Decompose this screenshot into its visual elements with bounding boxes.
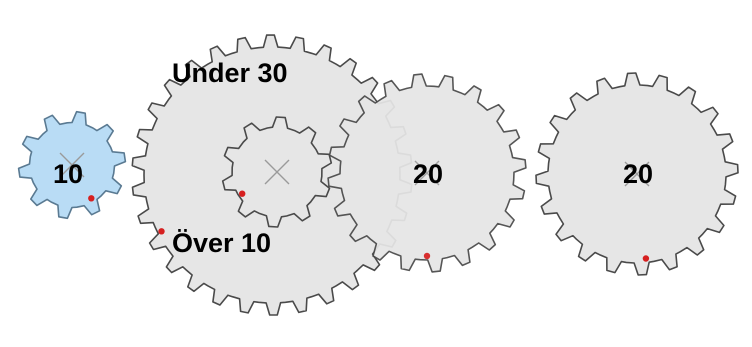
gear-5-axle-mark: [624, 161, 650, 187]
gear-3: [221, 116, 333, 228]
gear-1-label: 10: [53, 159, 83, 189]
gear-3-marker-dot: [239, 190, 246, 197]
gear-5: [535, 72, 739, 276]
labels-layer: 10 20 20 Under 30 Över 10: [53, 58, 653, 258]
gear-1: [17, 110, 127, 220]
gear-1-axle-mark: [59, 152, 85, 178]
gear-3-axle-mark: [264, 159, 290, 185]
gear-4-axle-mark: [414, 160, 440, 186]
gears-layer: [17, 34, 739, 316]
gear-4: [327, 73, 527, 273]
gear-2-marker-dot: [158, 228, 165, 235]
big-gear-inner-label: Över 10: [172, 228, 271, 258]
gear-1-marker-dot: [88, 195, 95, 202]
big-gear-outer-label: Under 30: [172, 58, 288, 88]
gear-4-label: 20: [413, 159, 443, 189]
gear-4-marker-dot: [423, 252, 431, 260]
gear-5-marker-dot: [642, 255, 650, 262]
gear-5-label: 20: [623, 159, 653, 189]
